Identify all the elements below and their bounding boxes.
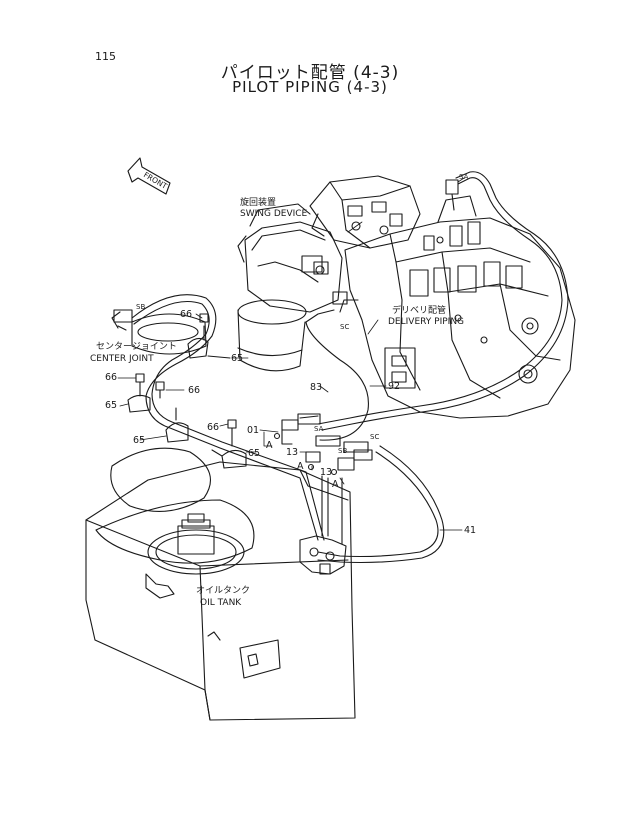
fitting-sa-top [445,179,459,211]
page-number: 115 [95,50,116,63]
pipe-41 [317,445,445,564]
hose-center-to-tank [131,294,325,541]
swing-device-label-en: SWING DEVICE [240,209,308,219]
pipe-92 [317,171,569,431]
callout-41: 41 [464,525,477,536]
port-label-sb-fitting: SB [338,447,348,455]
pipe-83 [299,309,369,441]
clamp-bolt-left [127,373,165,413]
callout-a: A [297,461,304,472]
callout-01: 01 [247,425,260,436]
callout-66: 66 [188,385,201,396]
callout-66: 66 [105,372,118,383]
callout-13: 13 [286,447,299,458]
swing-motor-block [309,175,421,249]
center-joint-label-jp: センタージョイント [96,342,177,352]
control-valve-block [339,195,576,419]
swing-device-label-jp: 旋回装置 [240,198,277,208]
callout-66: 66 [180,309,193,320]
port-label-sa-fitting: SA [314,425,324,433]
callout-66: 66 [207,422,220,433]
clamp-bolt-middle [165,407,189,443]
fitting-sb [315,435,341,447]
callout-a: A [266,440,273,451]
callout-13: 13 [320,467,333,478]
callout-65: 65 [105,400,118,411]
port-label-sc-fitting: SC [370,433,380,441]
oil-tank-label-en: OIL TANK [200,598,242,608]
callout-92: 92 [388,381,401,392]
callout-65: 65 [248,448,261,459]
fitting-sa [297,413,321,425]
page-title-english: PILOT PIPING (4-3) [232,78,388,96]
port-label-sa-top: SA [459,173,469,181]
port-label-sc-valve: SC [340,323,350,331]
center-joint-label-en: CENTER JOINT [90,354,154,364]
center-joint [111,309,207,355]
leader-lines [117,177,465,531]
callout-a: A [332,479,339,490]
fitting-sc [343,441,373,461]
oil-tank-label-jp: オイルタンク [196,586,251,596]
fitting-01 [273,419,299,445]
fitting-13-b [330,457,355,476]
delivery-piping-label-jp: デリベリ配管 [392,306,447,316]
delivery-piping-label-en: DELIVERY PIPING [388,317,465,327]
callout-65: 65 [231,353,244,364]
callout-65: 65 [133,435,146,446]
oil-tank [85,447,356,721]
swing-device-body [237,203,348,372]
callout-83: 83 [310,382,323,393]
front-arrow-icon: FRONT [127,157,171,195]
tank-port-fittings [299,475,347,575]
clamp-bolt-upper [187,313,231,359]
fitting-13-a [305,451,321,471]
port-label-sb-center: SB [136,303,146,311]
page-title-japanese: パイロット配管 (4-3) [220,63,400,83]
